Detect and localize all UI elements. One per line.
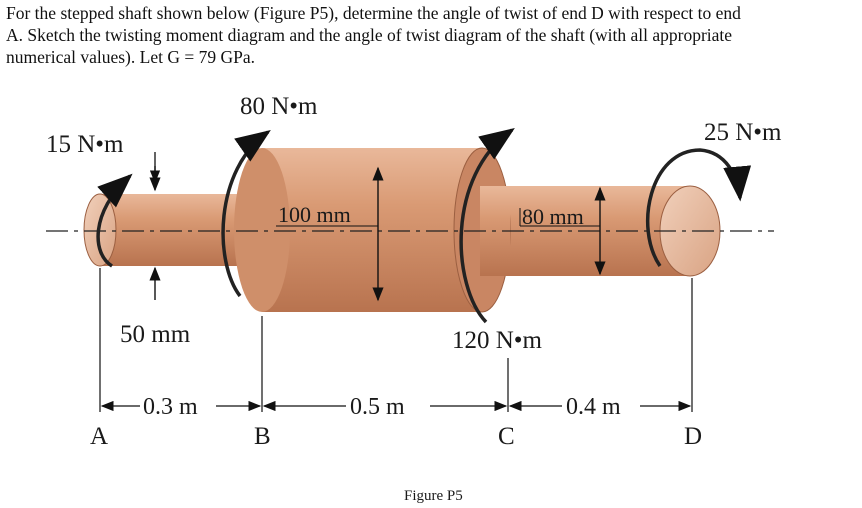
point-label-a: A (90, 423, 108, 450)
torque-label-b: 80 N•m (240, 93, 318, 120)
figure-caption: Figure P5 (404, 488, 463, 504)
length-label-bc: 0.5 m (350, 394, 405, 420)
problem-line-1: For the stepped shaft shown below (Figur… (6, 3, 741, 23)
problem-line-3: numerical values). Let G = 79 GPa. (6, 47, 255, 67)
point-label-d: D (684, 423, 702, 450)
length-label-ab: 0.3 m (143, 394, 198, 420)
torque-label-a: 15 N•m (46, 131, 124, 158)
torque-arrow-c (459, 127, 515, 324)
problem-statement: For the stepped shaft shown below (Figur… (6, 2, 858, 68)
diameter-label-large: 100 mm (278, 202, 351, 227)
torque-arrow-d (646, 148, 752, 267)
point-label-c: C (498, 423, 515, 450)
diameter-label-small-left: 50 mm (120, 321, 191, 348)
torque-arrow-a (96, 173, 133, 268)
problem-line-2: A. Sketch the twisting moment diagram an… (6, 25, 733, 45)
point-label-b: B (254, 423, 271, 450)
torque-arrow-b (221, 129, 271, 298)
diameter-label-small-right: 80 mm (522, 204, 584, 229)
torque-label-c: 120 N•m (452, 327, 543, 354)
length-label-cd: 0.4 m (566, 394, 621, 420)
torque-label-d: 25 N•m (704, 119, 782, 146)
shaft-segment-bc (234, 147, 511, 313)
